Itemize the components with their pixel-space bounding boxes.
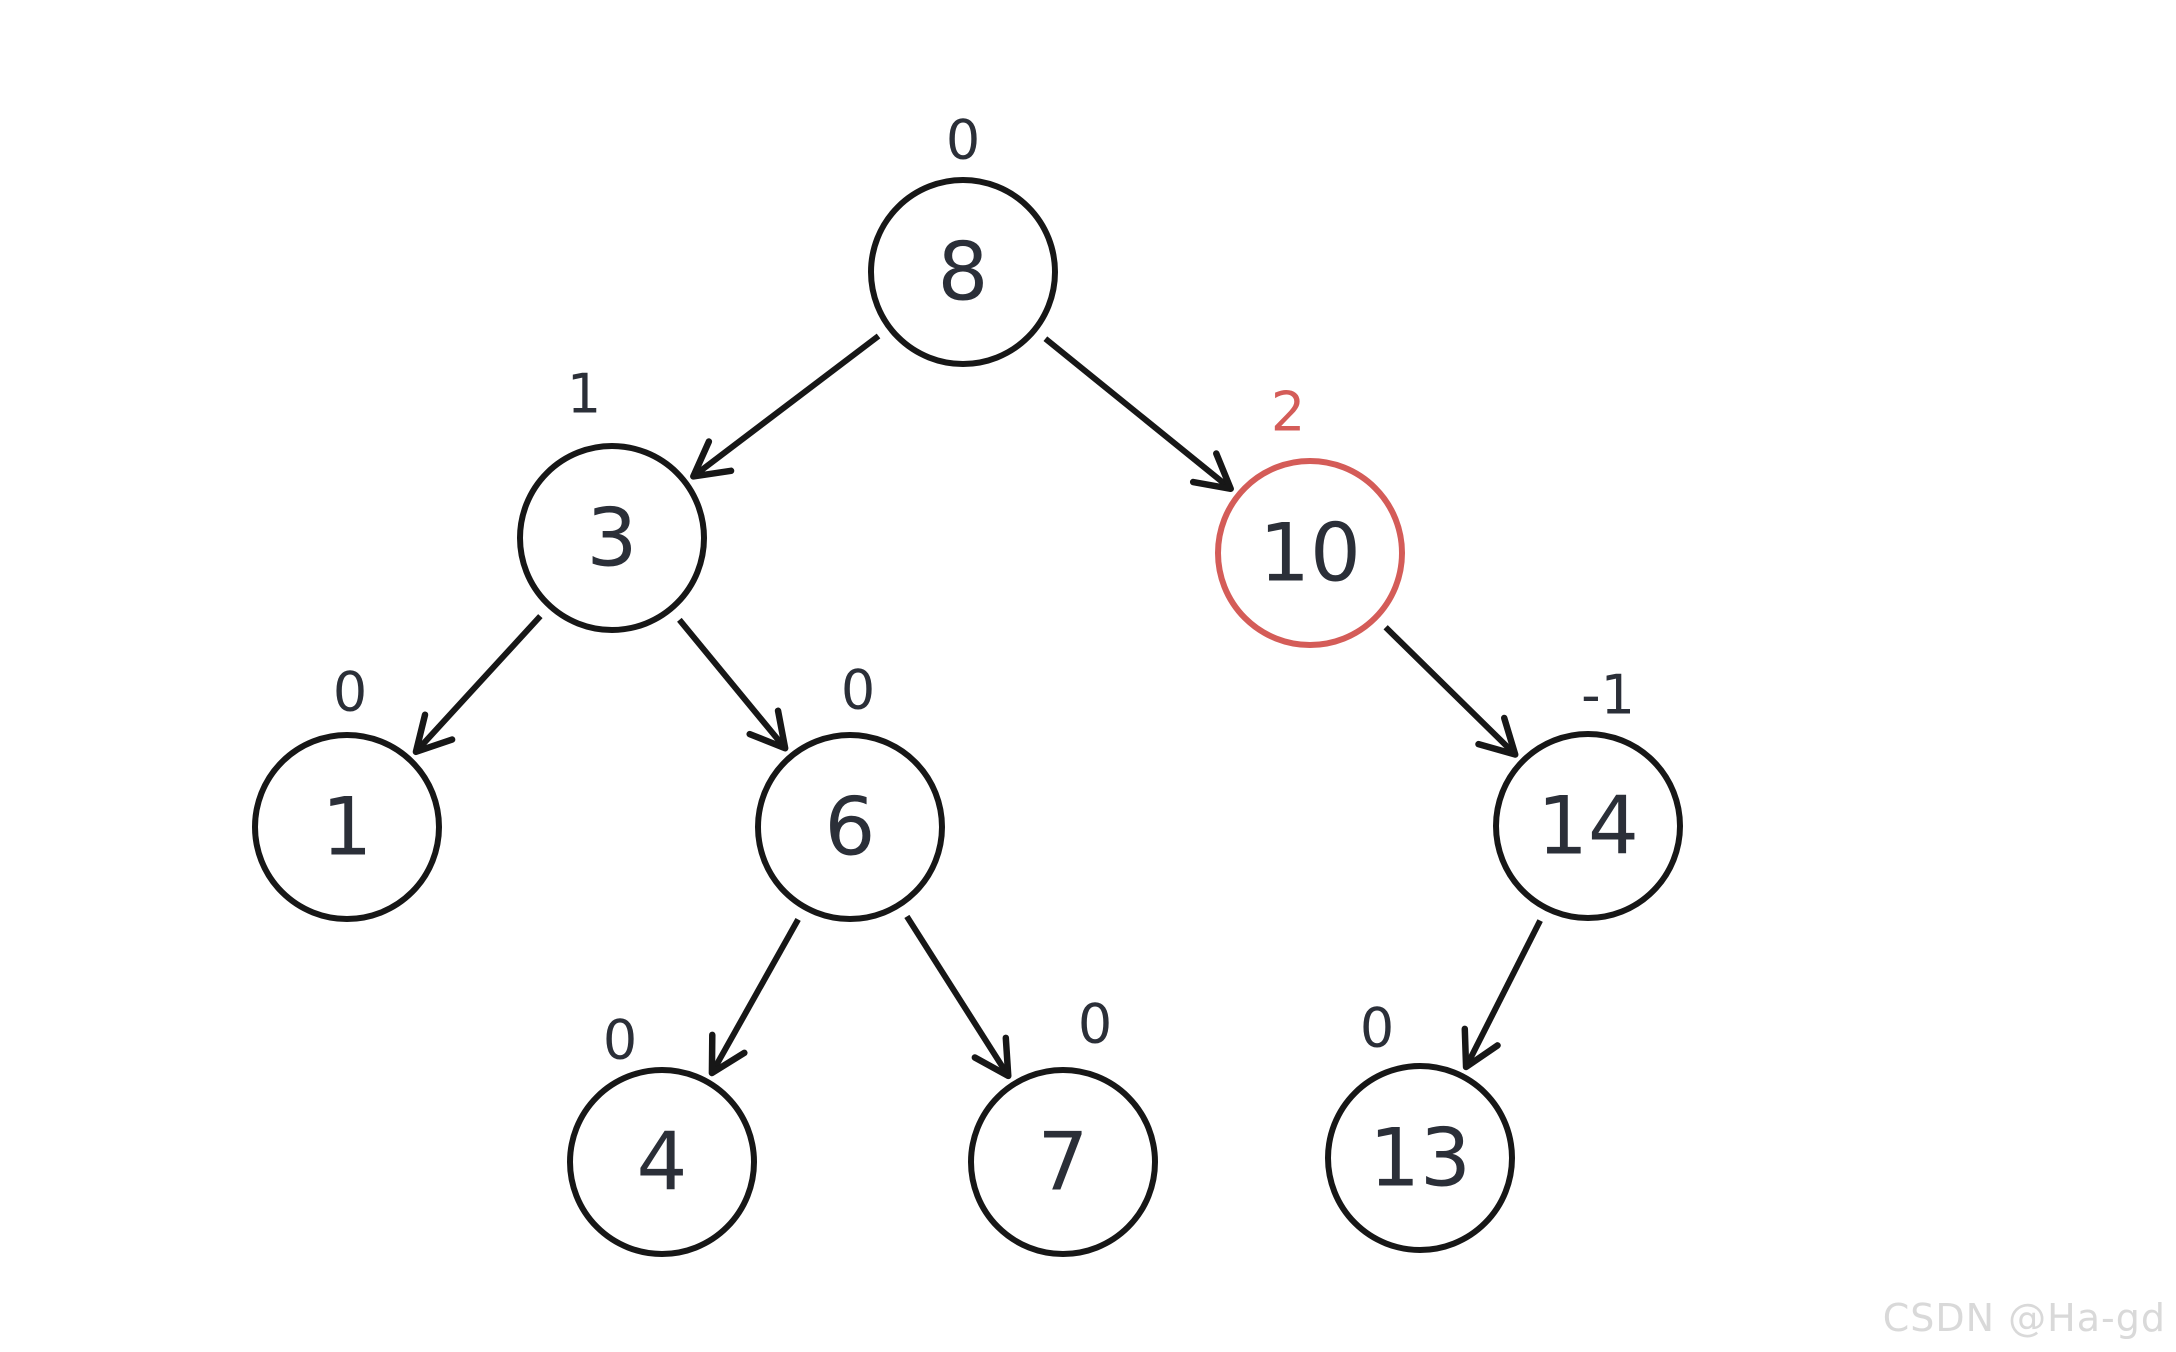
balance-factor-label-13: 0	[1360, 997, 1394, 1060]
balance-factor-label-4: 0	[603, 1009, 637, 1072]
balance-factor-label-8: 0	[946, 109, 980, 172]
tree-node-circle-13	[1325, 1063, 1515, 1253]
balance-factor-label-1: 0	[333, 661, 367, 724]
tree-node-value-10: 10	[1259, 507, 1361, 600]
tree-node-circle-4	[567, 1067, 757, 1257]
tree-node-value-13: 13	[1369, 1112, 1471, 1205]
tree-node-circle-8	[868, 177, 1058, 367]
tree-node-8: 80	[868, 109, 1058, 367]
tree-node-circle-10	[1215, 458, 1405, 648]
edge-8-10	[1043, 336, 1234, 493]
tree-node-3: 31	[517, 363, 707, 633]
edge-14-13	[1461, 919, 1543, 1071]
tree-node-value-3: 3	[587, 492, 638, 585]
tree-node-circle-1	[252, 732, 442, 922]
balance-factor-label-10: 2	[1271, 381, 1305, 444]
tree-node-value-8: 8	[938, 226, 989, 319]
tree-node-value-1: 1	[322, 781, 373, 874]
edge-10-14	[1383, 625, 1519, 758]
tree-node-value-6: 6	[825, 781, 876, 874]
tree-node-circle-14	[1493, 731, 1683, 921]
edge-6-4	[708, 917, 801, 1077]
edge-3-1	[412, 614, 543, 756]
edge-8-3	[690, 333, 881, 480]
tree-node-4: 40	[567, 1009, 757, 1257]
edge-3-6	[677, 617, 789, 752]
tree-node-7: 70	[968, 993, 1158, 1257]
edges-layer	[412, 333, 1543, 1080]
balance-factor-label-3: 1	[567, 363, 601, 426]
tree-node-value-7: 7	[1038, 1116, 1089, 1209]
tree-node-6: 60	[755, 659, 945, 922]
tree-node-circle-3	[517, 443, 707, 633]
balance-factor-label-6: 0	[841, 659, 875, 722]
tree-node-value-14: 14	[1537, 780, 1639, 873]
tree-node-circle-7	[968, 1067, 1158, 1257]
tree-node-13: 13 0	[1325, 997, 1515, 1253]
watermark: CSDN @Ha-gd	[1882, 1296, 2166, 1340]
tree-node-1: 10	[252, 661, 442, 922]
tree-node-value-4: 4	[637, 1116, 688, 1209]
edge-6-7	[904, 914, 1012, 1080]
balance-factor-label-7: 0	[1078, 993, 1112, 1056]
tree-node-10: 10 2	[1215, 381, 1405, 648]
balance-factor-label-14: -1	[1581, 664, 1635, 727]
tree-node-circle-6	[755, 732, 945, 922]
tree-node-14: 14 -1	[1493, 664, 1683, 921]
